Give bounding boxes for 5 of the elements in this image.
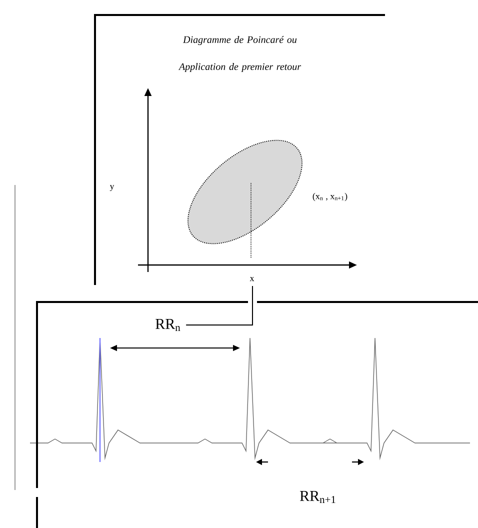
ecg-panel: RR$_{n}$ RR$_{n+1}$ [36, 301, 478, 528]
leader-line [186, 286, 253, 326]
axis-label: (x$_{n}$ , x$_{n+1}$) [312, 192, 348, 202]
axis-label: y [110, 184, 114, 192]
axis-label: x [250, 276, 254, 282]
